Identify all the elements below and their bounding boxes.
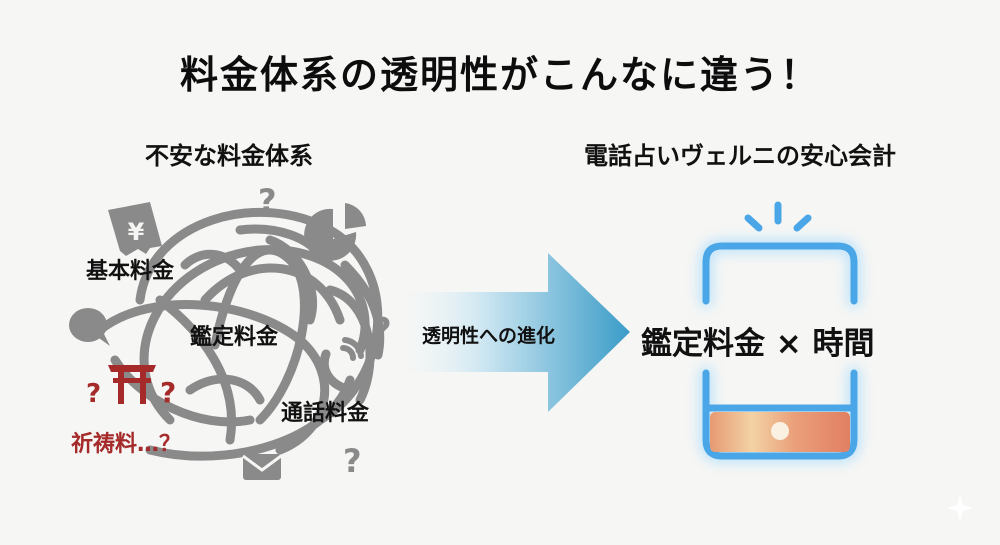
smartphone-icon: [699, 201, 861, 463]
speech-bubble-icon: [69, 308, 110, 346]
svg-text:?: ?: [343, 442, 362, 480]
progress-arrow: [402, 253, 630, 412]
main-title: 料金体系の透明性がこんなに違う！: [179, 53, 820, 97]
svg-text:?: ?: [258, 182, 277, 220]
svg-text:?: ?: [160, 376, 176, 409]
tangle-lines: [95, 207, 385, 461]
svg-text:?: ?: [86, 379, 101, 409]
left-heading: 不安な料金体系: [145, 142, 313, 170]
phone-icon: [319, 337, 364, 395]
red-question-mark-icons: ? ?: [86, 376, 176, 409]
torii-icon: [108, 365, 156, 404]
svg-text:?: ?: [372, 311, 392, 351]
question-mark-icons: ? ? ?: [258, 182, 392, 480]
svg-text:¥: ¥: [128, 218, 145, 246]
mail-icon: [242, 454, 282, 480]
right-heading: 電話占いヴェルニの安心会計: [584, 142, 896, 170]
yen-receipt-icon: ¥: [108, 202, 162, 256]
sparkle-icon: [947, 495, 973, 521]
label-prayer-fee: 祈祷料…？: [71, 432, 182, 457]
arrow-label: 透明性への進化: [422, 325, 556, 347]
label-call-fee: 通話料金: [281, 401, 370, 426]
pricing-formula: 鑑定料金 × 時間: [641, 326, 875, 362]
label-basic-fee: 基本料金: [86, 259, 175, 284]
pie-chart-icon: [304, 203, 366, 261]
label-reading-fee: 鑑定料金: [190, 325, 279, 350]
